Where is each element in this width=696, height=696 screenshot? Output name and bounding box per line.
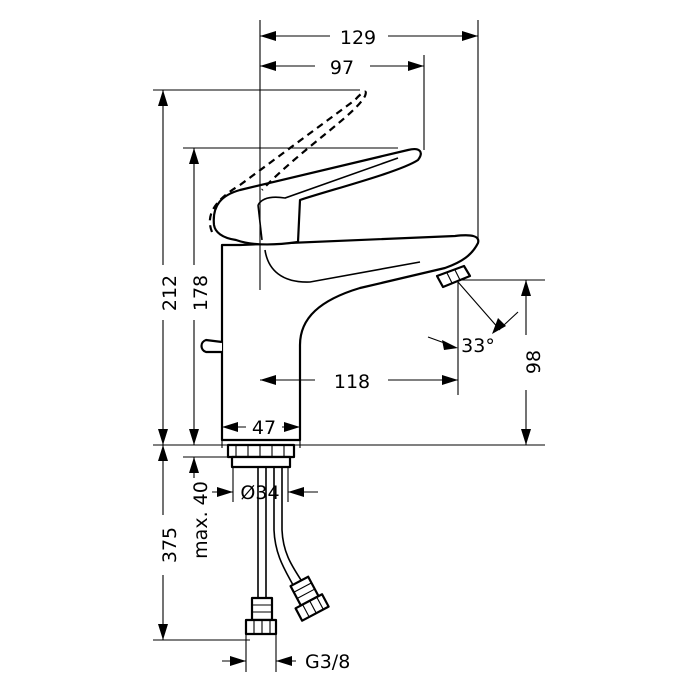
supply-hoses [244,467,330,636]
dim-spray-angle: 33° [461,335,495,357]
dim-lever-depth: 97 [330,57,354,79]
dim-spout-reach: 118 [334,371,370,393]
dim-base-width: 47 [252,417,276,439]
dim-hose-length: 375 [159,527,181,563]
dim-outlet-height: 98 [523,350,545,374]
dim-thread: G3/8 [305,651,350,673]
dim-overall-depth: 129 [340,27,376,49]
dimension-lines [153,20,545,672]
dim-total-height: 212 [159,275,181,311]
dim-max-thickness: max. 40 [190,481,212,559]
dimension-labels: 129 97 212 178 118 33° 98 47 Ø34 max. 40… [159,27,545,673]
dim-spout-height: 178 [190,275,212,311]
dim-shank-diameter: Ø34 [240,482,279,504]
